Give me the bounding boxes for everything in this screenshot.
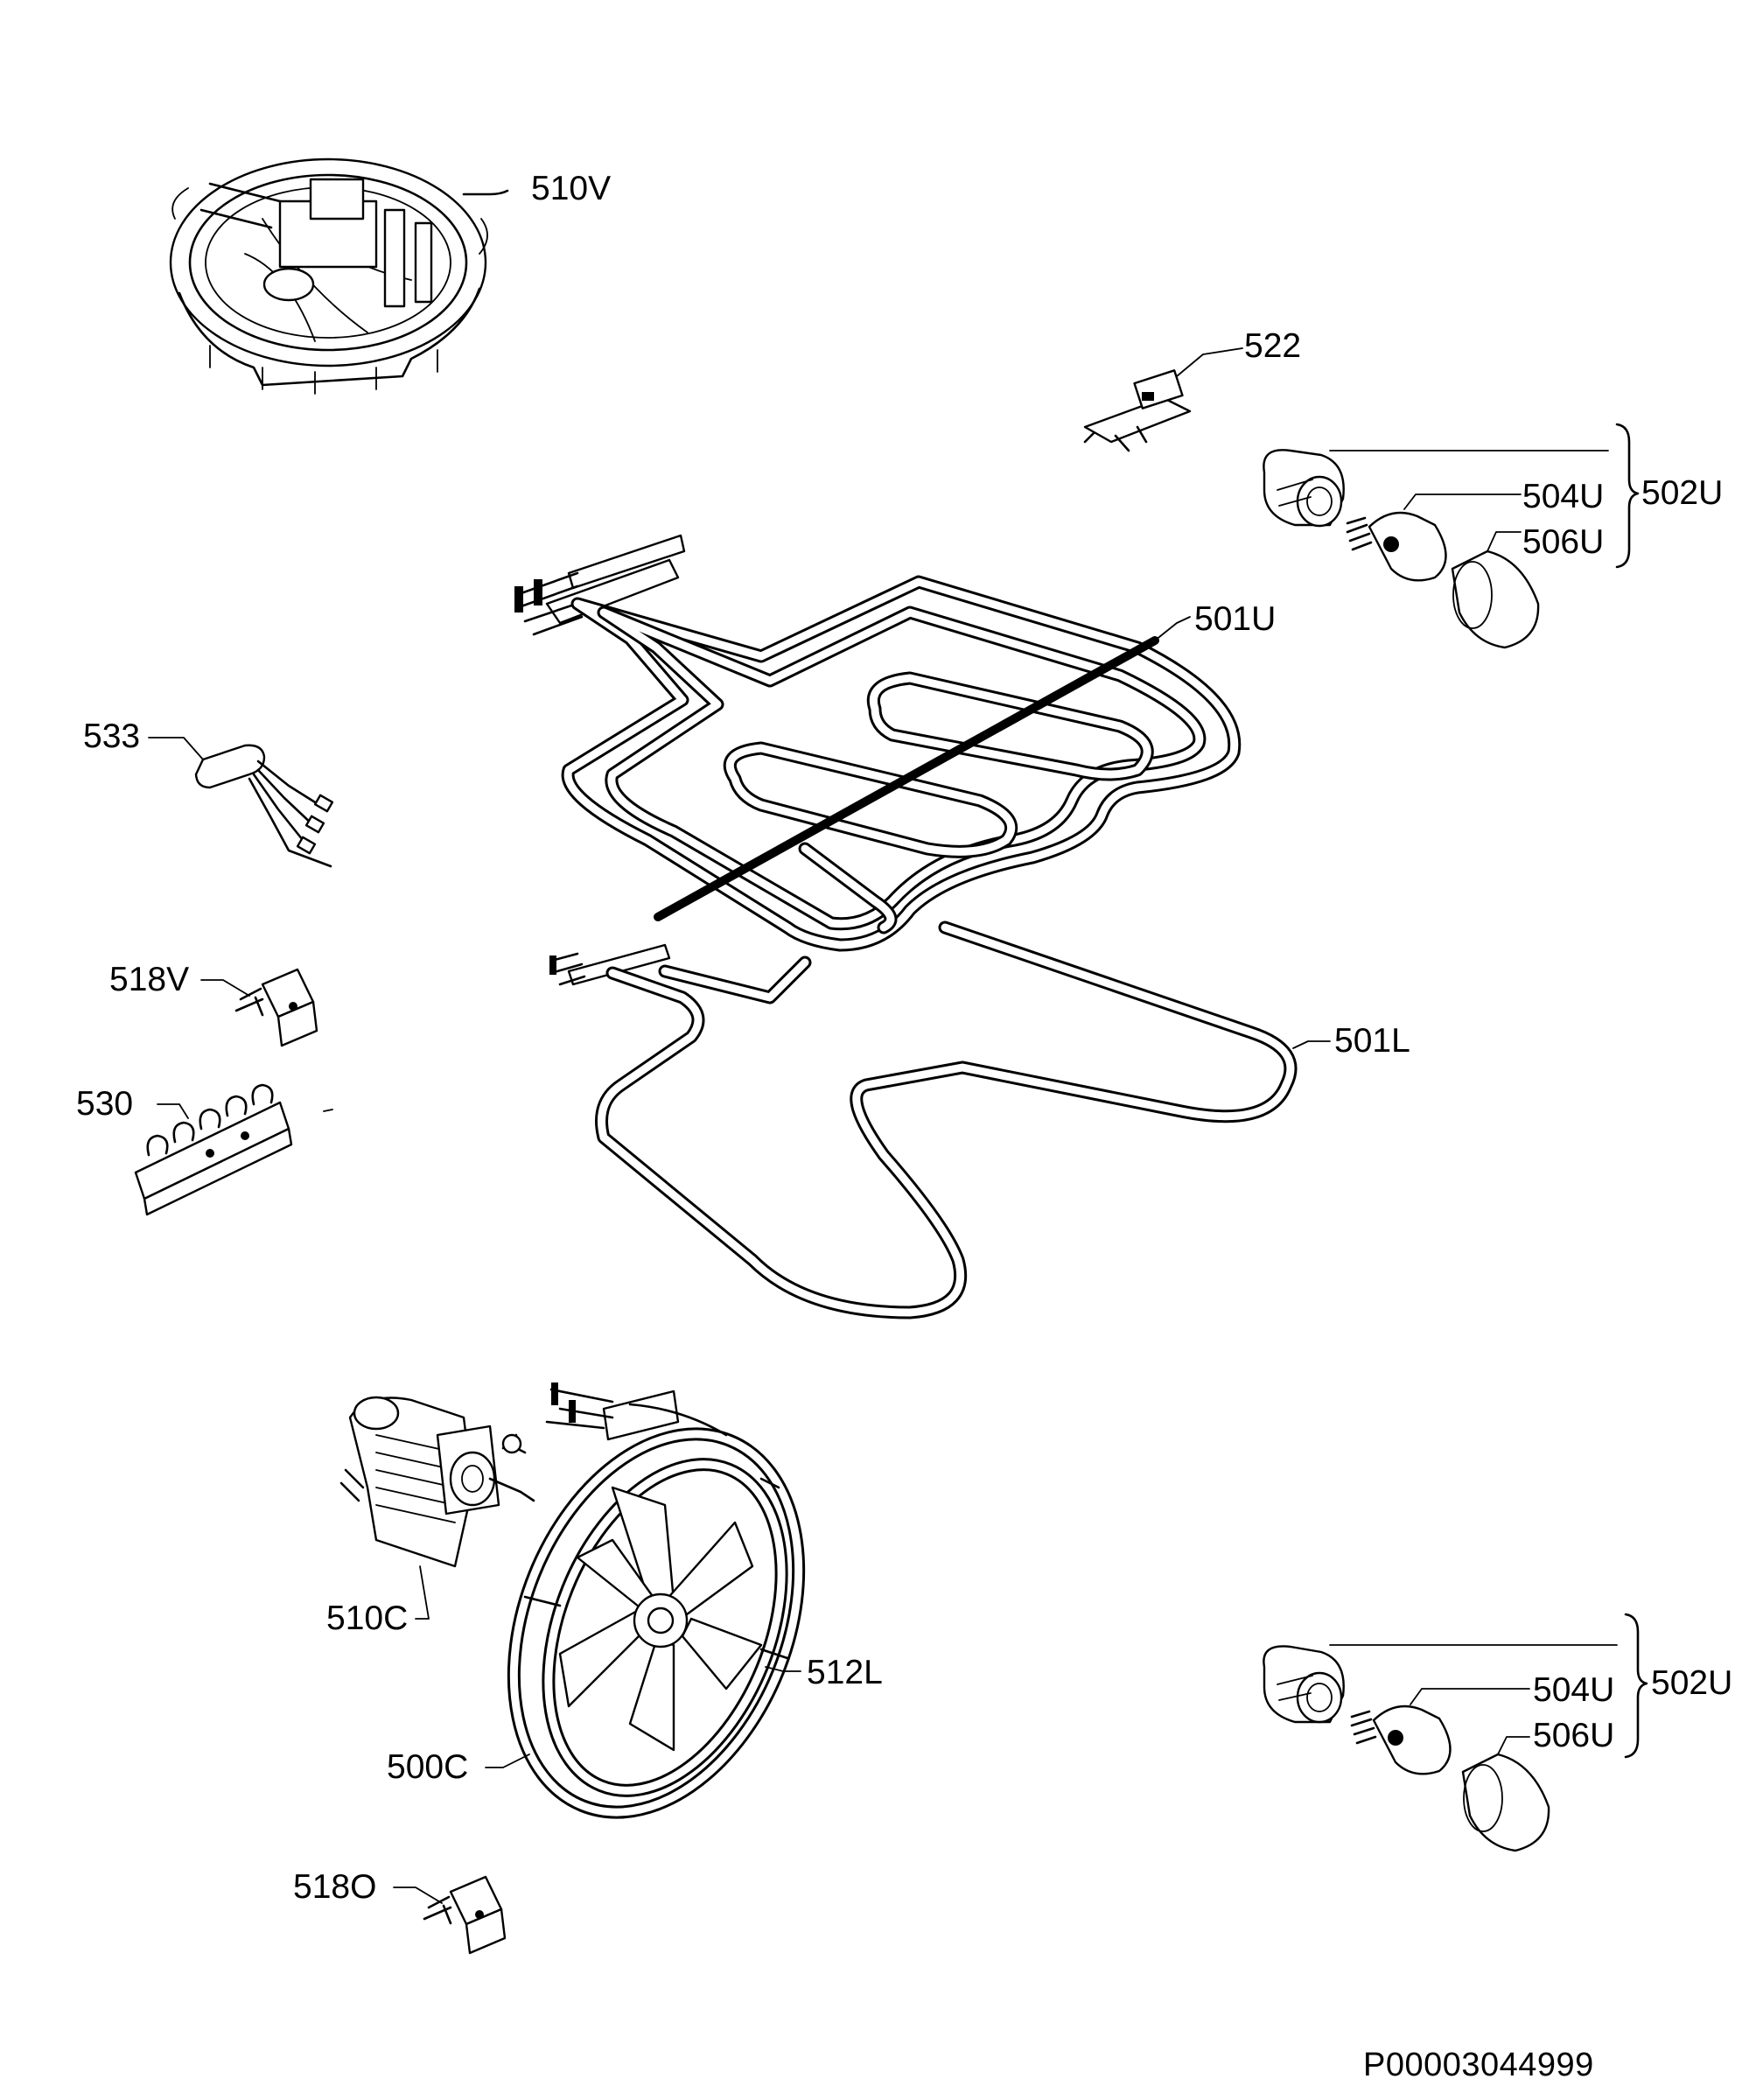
part-510V-fan-cover xyxy=(169,158,509,395)
part-501L-lower-heating-element xyxy=(549,920,1331,1320)
label-510C: 510C xyxy=(326,1600,409,1637)
part-510C-fan-motor xyxy=(339,1396,535,1620)
part-502U-lamp-assembly-bottom xyxy=(1263,1613,1648,1852)
part-522-sensor xyxy=(1083,347,1243,452)
part-518O-thermal-cutout xyxy=(393,1875,507,1955)
part-512L-500C-fan-and-ring-element xyxy=(485,1382,806,1819)
label-518V: 518V xyxy=(109,961,190,998)
part-502U-lamp-assembly-top xyxy=(1263,423,1640,649)
part-518V-thermal-cutout xyxy=(200,968,318,1047)
label-502U-top: 502U xyxy=(1641,474,1724,512)
label-504U-top: 504U xyxy=(1522,478,1605,515)
part-533-filter xyxy=(148,737,334,868)
label-522: 522 xyxy=(1244,327,1302,365)
label-510V: 510V xyxy=(531,170,612,207)
label-506U-bottom: 506U xyxy=(1533,1717,1615,1754)
label-502U-bottom: 502U xyxy=(1651,1664,1733,1702)
part-530-terminal-block xyxy=(134,1083,333,1216)
label-533: 533 xyxy=(83,718,141,755)
label-518O: 518O xyxy=(293,1868,377,1906)
label-506U-top: 506U xyxy=(1522,523,1605,561)
label-530: 530 xyxy=(76,1085,134,1123)
label-500C: 500C xyxy=(387,1748,469,1786)
label-501U: 501U xyxy=(1194,600,1277,638)
label-501L: 501L xyxy=(1334,1022,1410,1060)
part-501U-upper-heating-element xyxy=(514,534,1242,952)
drawing-code: P00003044999 xyxy=(1363,2047,1594,2083)
label-504U-bottom: 504U xyxy=(1533,1671,1615,1709)
label-512L: 512L xyxy=(807,1654,883,1691)
